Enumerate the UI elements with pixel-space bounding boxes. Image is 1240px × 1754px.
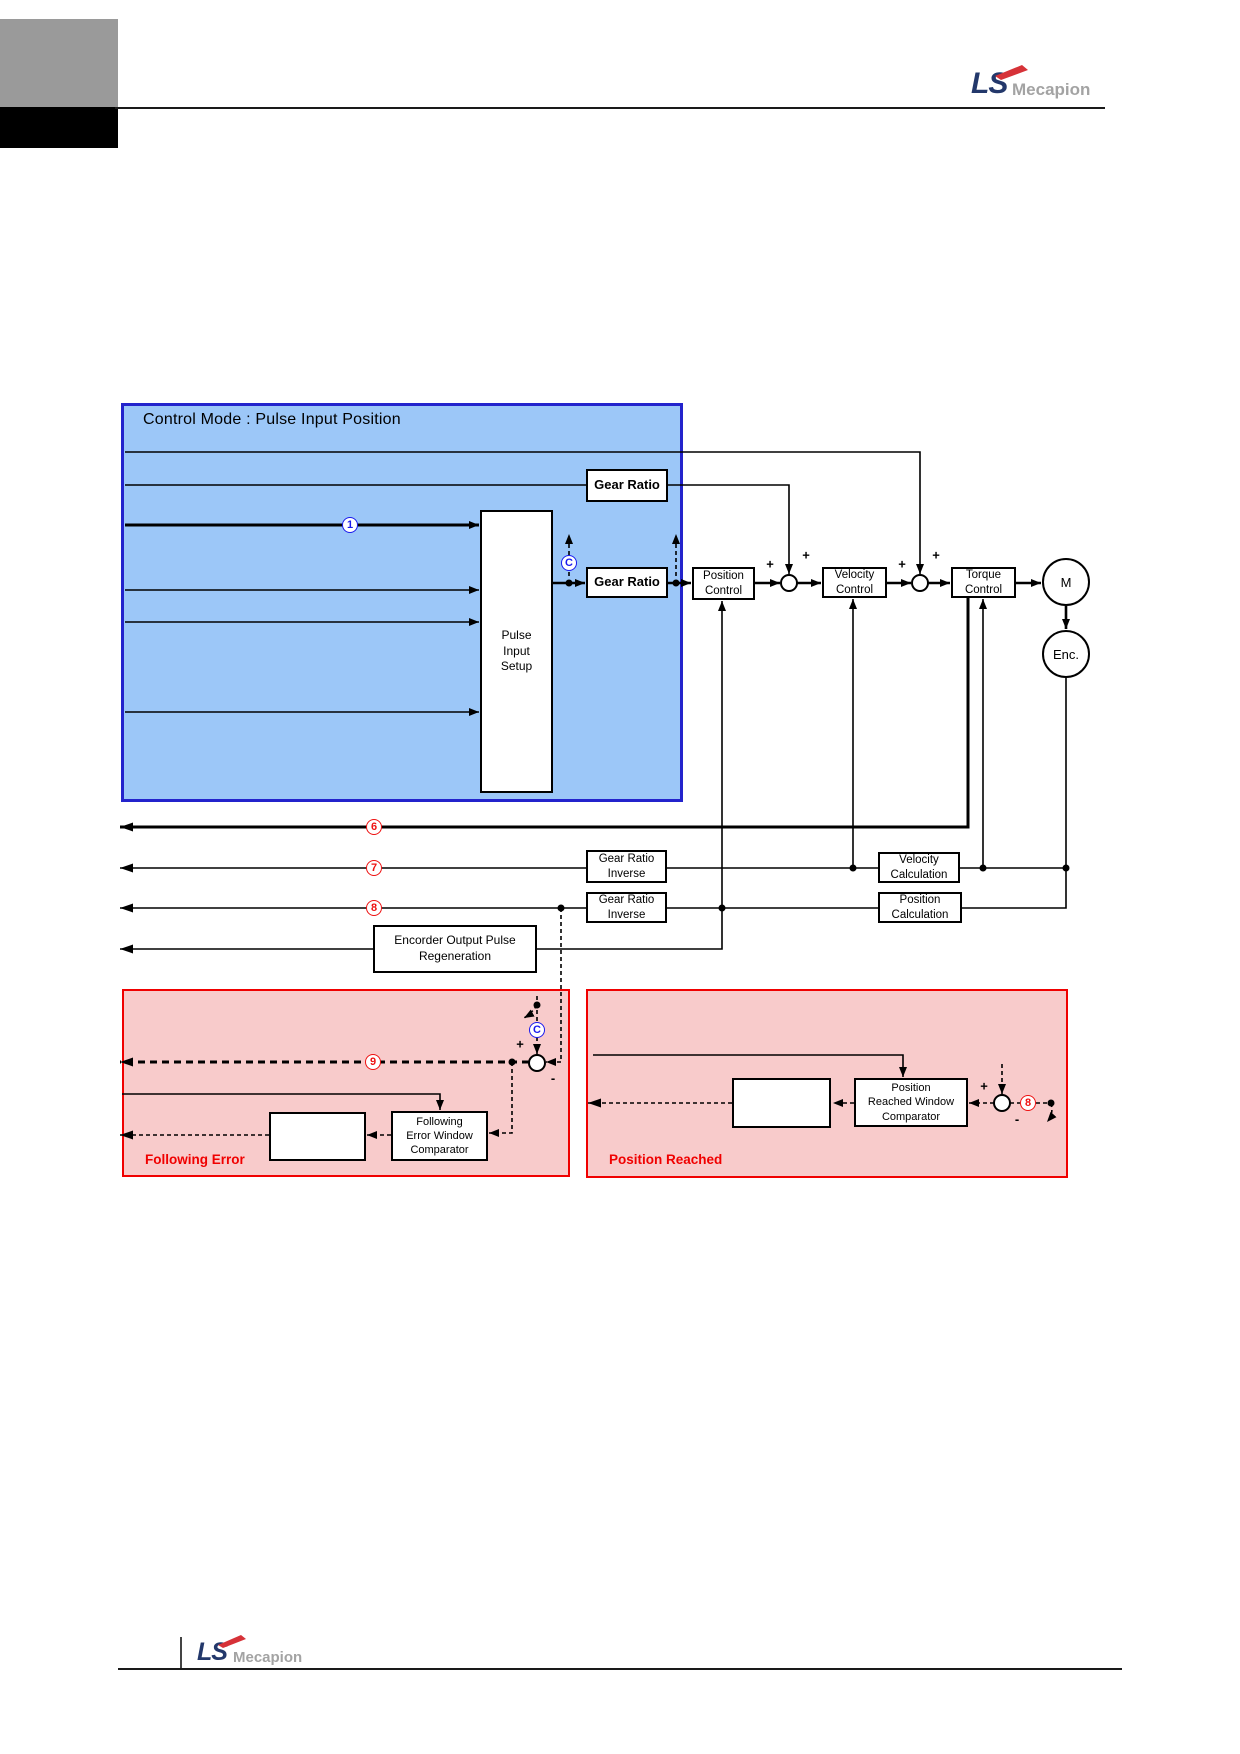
footer-rule <box>118 1668 1122 1670</box>
reached-sum-minus-sign: - <box>1014 1111 1020 1127</box>
footer-logo: LS Mecapion <box>191 1630 331 1672</box>
header-logo-ls-mark: LS <box>971 67 1008 100</box>
block-position-reached-window-comparator: Position Reached Window Comparator <box>854 1078 968 1127</box>
sum1-plus-left-sign: + <box>766 556 774 572</box>
header-rule <box>115 107 1105 109</box>
control-mode-title: Control Mode : Pulse Input Position <box>143 411 401 428</box>
block-pulse-input-setup: Pulse Input Setup <box>480 510 553 793</box>
footer-logo-divider <box>180 1637 182 1669</box>
marker-position-reached-8: 8 <box>1020 1095 1036 1111</box>
sum1-plus-top-sign: + <box>802 547 810 563</box>
sum2-plus-left-sign: + <box>898 556 906 572</box>
footer-logo-brand-text: Mecapion <box>233 1649 303 1666</box>
page-corner-gray-block <box>0 19 118 107</box>
block-velocity-calculation: Velocity Calculation <box>878 852 960 883</box>
following-error-caption: Following Error <box>145 1152 245 1167</box>
marker-current-feedback-6: 6 <box>366 819 382 835</box>
marker-c-monitor-following: C <box>529 1022 545 1038</box>
marker-following-error-9: 9 <box>365 1054 381 1070</box>
reached-sum-plus-sign: + <box>980 1078 988 1094</box>
marker-c-monitor-top: C <box>561 555 577 571</box>
marker-pulse-command-1: 1 <box>342 517 358 533</box>
position-reached-caption: Position Reached <box>609 1152 723 1167</box>
block-position-reached-output <box>732 1078 831 1128</box>
header-logo-swoosh-icon <box>995 65 1028 80</box>
page-corner-black-block <box>0 107 118 148</box>
block-following-error-window-comparator: Following Error Window Comparator <box>391 1111 488 1161</box>
block-encoder-output-pulse-regeneration: Encorder Output Pulse Regeneration <box>373 925 537 973</box>
footer-logo-ls-mark: LS <box>197 1638 228 1666</box>
following-sum-plus-sign: + <box>516 1036 524 1052</box>
footer-logo-swoosh-icon <box>218 1635 246 1648</box>
header-logo-brand-text: Mecapion <box>1012 80 1091 99</box>
block-gear-ratio-mid: Gear Ratio <box>586 567 668 598</box>
block-position-calculation: Position Calculation <box>878 892 962 923</box>
block-gear-ratio-inverse-1: Gear Ratio Inverse <box>586 850 667 883</box>
block-torque-control: Torque Control <box>951 567 1016 598</box>
motor-circle: M <box>1042 558 1090 606</box>
marker-position-feedback-8: 8 <box>366 900 382 916</box>
block-velocity-control: Velocity Control <box>822 567 887 598</box>
block-following-error-output <box>269 1112 366 1161</box>
following-sum-minus-sign: - <box>550 1070 556 1086</box>
block-gear-ratio-top: Gear Ratio <box>586 469 668 502</box>
block-gear-ratio-inverse-2: Gear Ratio Inverse <box>586 892 667 923</box>
header-logo: LS Mecapion <box>963 55 1108 103</box>
encoder-circle: Enc. <box>1042 630 1090 678</box>
sum2-plus-top-sign: + <box>932 547 940 563</box>
block-position-control: Position Control <box>692 567 755 600</box>
marker-velocity-feedback-7: 7 <box>366 860 382 876</box>
position-reached-panel <box>586 989 1068 1178</box>
